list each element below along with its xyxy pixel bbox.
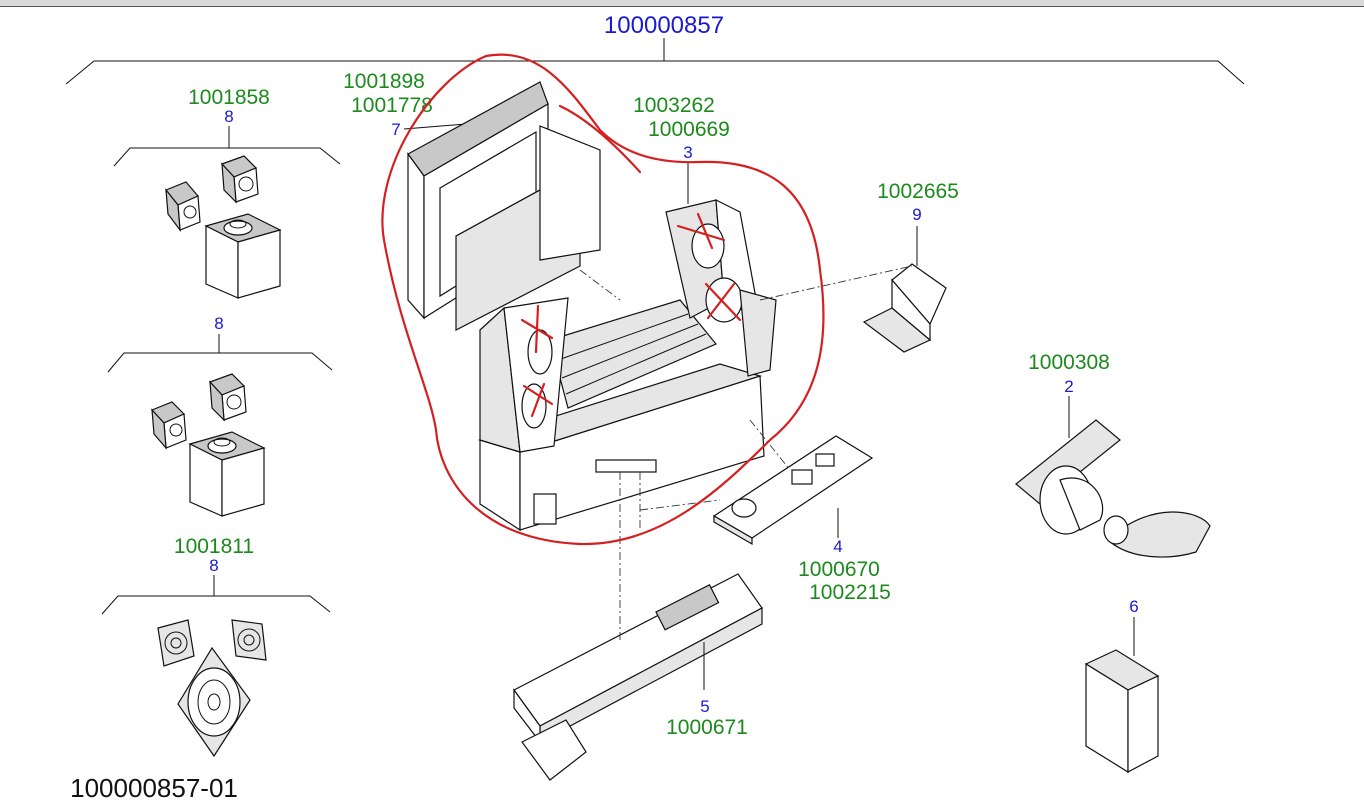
item-number-label: 5 bbox=[700, 697, 709, 716]
part-number-label: 1000308 bbox=[1028, 351, 1110, 374]
part-number-label: 1000671 bbox=[666, 716, 748, 739]
speaker-kit-b[interactable]: 8 bbox=[107, 314, 333, 517]
item-number-label: 4 bbox=[833, 537, 842, 556]
part-number-label: 1001778 bbox=[351, 94, 433, 117]
item-number-label: 2 bbox=[1064, 377, 1073, 396]
item-number-label: 9 bbox=[912, 205, 921, 224]
speaker-kit-c[interactable]: 1001811 8 bbox=[101, 535, 331, 758]
assembly-bracket bbox=[65, 38, 1245, 85]
item-number-label: 7 bbox=[391, 120, 400, 139]
part-number-label: 1000669 bbox=[648, 118, 730, 141]
woofer-speaker-icon bbox=[177, 646, 251, 758]
speaker-kit-a[interactable]: 1001858 8 bbox=[113, 86, 341, 299]
part-number-label: 1001898 bbox=[343, 70, 425, 93]
drawing-number: 100000857-01 bbox=[70, 773, 238, 800]
mounting-bracket[interactable]: 1002665 9 bbox=[862, 180, 959, 353]
satellite-speaker-icon bbox=[208, 373, 247, 422]
part-number-label: 1001858 bbox=[188, 86, 270, 109]
cabinet[interactable]: 1003262 1000669 3 bbox=[477, 94, 777, 532]
part-number-label: 1003262 bbox=[633, 94, 715, 117]
subwoofer-box-icon bbox=[204, 213, 282, 299]
satellite-speaker-icon bbox=[220, 155, 259, 204]
satellite-speaker-icon bbox=[165, 181, 201, 233]
driver-speaker-icon bbox=[157, 619, 195, 667]
part-number-label: 1001811 bbox=[174, 535, 254, 558]
subwoofer-box-icon bbox=[188, 431, 266, 517]
duct-hose[interactable]: 1000308 2 bbox=[1015, 351, 1211, 558]
item-number-label: 8 bbox=[224, 107, 233, 126]
item-number-label: 8 bbox=[209, 556, 218, 575]
assembly-leader-lines bbox=[579, 265, 913, 640]
satellite-speaker-icon bbox=[150, 401, 187, 450]
grille-frame[interactable]: 1001898 1001778 7 bbox=[343, 70, 601, 331]
driver-speaker-icon bbox=[231, 619, 267, 661]
control-board[interactable]: 4 1000670 1002215 bbox=[712, 435, 891, 604]
window-top-bar bbox=[0, 0, 1364, 7]
item-number-label: 3 bbox=[683, 143, 692, 162]
red-markup bbox=[381, 53, 825, 546]
item-number-label: 6 bbox=[1129, 597, 1138, 616]
foam-block[interactable]: 6 bbox=[1084, 597, 1160, 774]
part-number-label: 1002665 bbox=[877, 180, 959, 203]
assembly-number: 100000857 bbox=[604, 12, 724, 39]
part-number-label: 1002215 bbox=[809, 581, 891, 604]
power-module[interactable]: 5 1000671 bbox=[513, 573, 763, 781]
part-number-label: 1000670 bbox=[798, 558, 880, 581]
item-number-label: 8 bbox=[214, 314, 223, 333]
